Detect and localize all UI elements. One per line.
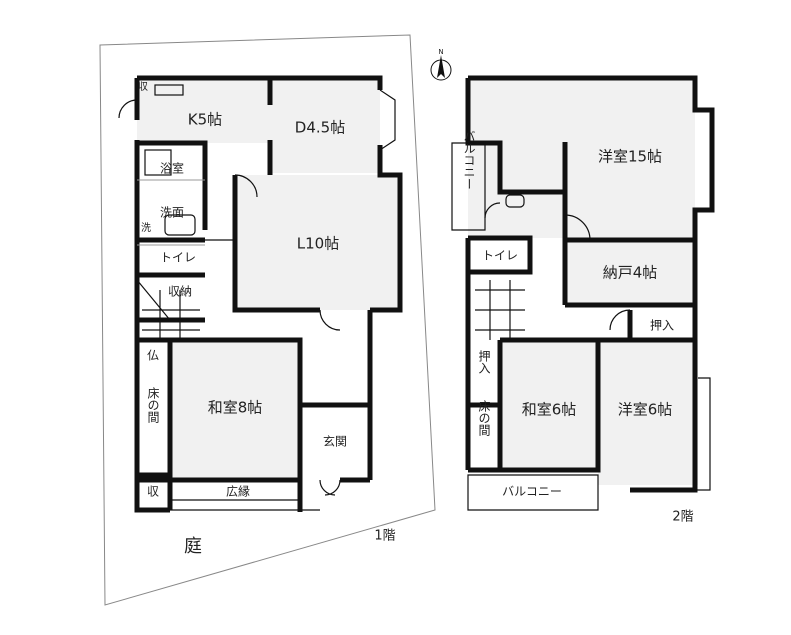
room-label-bath: 浴室	[160, 161, 184, 176]
room-label-tatami-6: 和室6帖	[522, 401, 577, 419]
room-label-toilet-2f: トイレ	[482, 249, 518, 263]
room-label-closet-bottom: 収	[147, 485, 159, 499]
room-label-closet-top: 収	[138, 81, 148, 93]
floor-1: 収 K5帖 D4.5帖 浴室 洗面 洗 トイレ 収納 L10帖 仏 和室8帖 床…	[118, 75, 403, 557]
room-label-washroom: 洗面	[160, 206, 184, 220]
room-label-laundry: 洗	[141, 222, 151, 234]
room-label-closet-left: 押入	[477, 350, 491, 374]
compass-label: N	[438, 48, 443, 56]
lot-boundary	[99, 34, 436, 606]
room-label-balcony-bottom: バルコニー	[502, 485, 562, 499]
room-label-veranda: 広縁	[226, 484, 250, 499]
north-arrow-icon: N	[430, 48, 452, 81]
room-label-tatami-8: 和室8帖	[208, 399, 263, 417]
room-label-balcony-side: バルコニー	[462, 130, 476, 190]
room-label-alcove-2f: 床の間	[477, 400, 491, 436]
room-label-altar: 仏	[147, 349, 159, 363]
room-label-kitchen: K5帖	[188, 111, 222, 129]
room-label-alcove: 床の間	[146, 387, 160, 423]
room-label-western-15: 洋室15帖	[598, 148, 662, 166]
room-label-western-6: 洋室6帖	[618, 401, 673, 419]
floor-1-label: 1階	[374, 529, 395, 544]
garden-label: 庭	[184, 536, 202, 557]
room-label-entrance: 玄関	[323, 434, 347, 449]
floor-2-label: 2階	[672, 510, 693, 525]
room-label-toilet: トイレ	[160, 251, 196, 265]
room-label-closet-right: 押入	[650, 319, 674, 333]
room-label-storage: 収納	[168, 285, 192, 299]
room-label-dining: D4.5帖	[295, 119, 345, 137]
room-label-living: L10帖	[297, 235, 339, 253]
room-label-storeroom: 納戸4帖	[603, 264, 658, 282]
floor-2: 洋室15帖 バルコニー トイレ 納戸4帖 押入 押入 和室6帖 洋室6帖 床の間…	[451, 75, 715, 525]
